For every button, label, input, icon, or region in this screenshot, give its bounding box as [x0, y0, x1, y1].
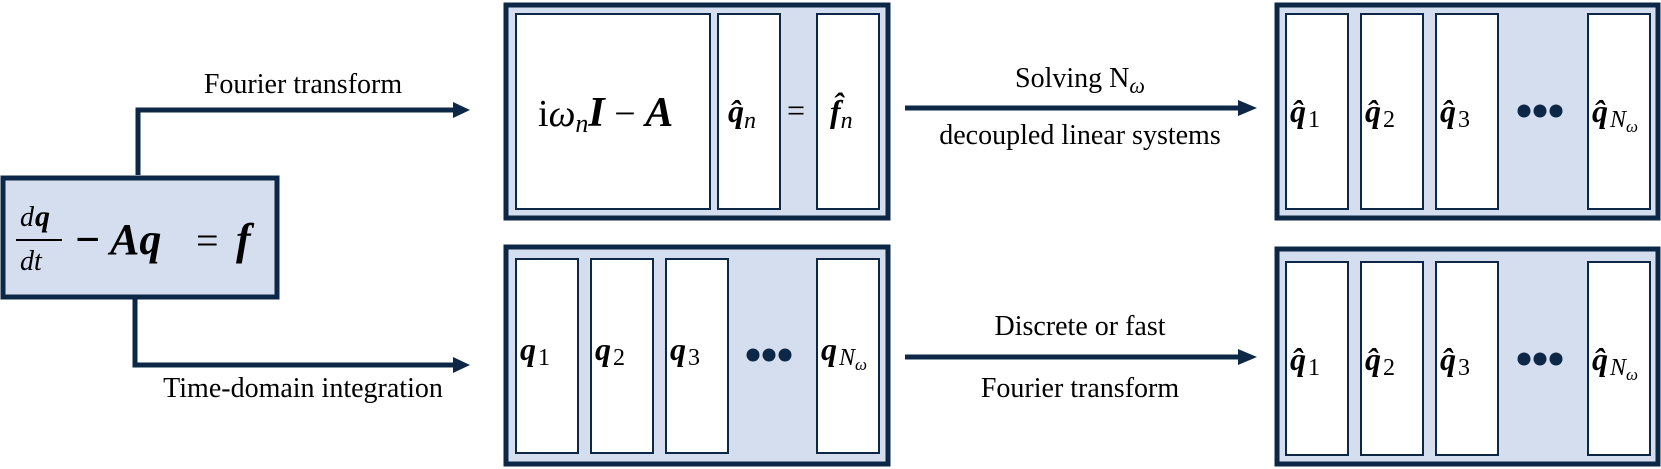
snapshot-label-2: q2: [595, 331, 625, 371]
label-dft-line2: Fourier transform: [981, 373, 1180, 404]
equation-den: dt: [20, 246, 43, 277]
snapshot-column-1: [515, 258, 579, 454]
snapshot-column-2: [590, 258, 654, 454]
connector-upper: [135, 107, 455, 175]
system-equals-sign: =: [787, 92, 805, 128]
snapshot-label-2: q̂2: [1365, 341, 1395, 381]
ellipsis-dot: [778, 348, 792, 362]
snapshot-label-2: q̂2: [1365, 93, 1395, 133]
snapshot-label-4: q̂Nω: [1592, 341, 1638, 384]
snapshot-label-4: qNω: [821, 331, 867, 374]
label-solving-line1: Solving Nω: [1015, 63, 1145, 98]
ellipsis-dot: [1533, 352, 1547, 366]
ellipsis-dot: [1549, 104, 1563, 118]
snapshot-label-3: q̂3: [1440, 93, 1470, 133]
snapshot-column-1: [1285, 13, 1349, 210]
arrowhead-upper: [453, 102, 470, 118]
snapshot-column-2: [1360, 13, 1424, 210]
snapshot-label-3: q3: [670, 331, 700, 371]
snapshot-column-3: [665, 258, 729, 454]
snapshot-column-1: [1285, 261, 1349, 456]
ellipsis-dot: [762, 348, 776, 362]
equation-num-q: q: [35, 200, 50, 233]
equation-num-d: d: [20, 202, 35, 233]
qhat-n-vector-box: [717, 13, 781, 210]
label-dft-line1: Discrete or fast: [994, 311, 1165, 342]
arrowhead-dft: [1238, 349, 1257, 365]
snapshot-label-1: q̂1: [1290, 341, 1320, 381]
arrowhead-lower: [453, 357, 470, 373]
ellipsis-dot: [746, 348, 760, 362]
label-time-domain-integration: Time-domain integration: [163, 373, 443, 404]
freq-snapshots-bottom-group: q̂1 q̂2 q̂3 q̂Nω: [1285, 261, 1651, 456]
ellipsis-dot: [1517, 352, 1531, 366]
equation-minus-Aq: − Aq: [74, 215, 161, 264]
snapshot-label-1: q̂1: [1290, 93, 1320, 133]
operator-expression: iωnI − A: [538, 90, 673, 138]
ellipsis-dots: [746, 348, 792, 362]
snapshot-column-4: [1587, 13, 1651, 210]
operator-matrix-box: [515, 13, 711, 210]
qhat-n-label: q̂n: [728, 93, 756, 134]
equation-equals: =: [196, 218, 219, 263]
ellipsis-dot: [1517, 104, 1531, 118]
snapshot-label-4: q̂Nω: [1592, 93, 1638, 136]
arrowhead-solve: [1238, 100, 1257, 116]
snapshot-label-3: q̂3: [1440, 341, 1470, 381]
equation-f: f: [236, 215, 255, 264]
governing-equation: d q dt − Aq = f: [16, 200, 255, 277]
snapshot-column-2: [1360, 261, 1424, 456]
ellipsis-dot: [1533, 104, 1547, 118]
snapshot-column-3: [1435, 13, 1499, 210]
equation-box: [0, 175, 280, 300]
snapshot-column-3: [1435, 261, 1499, 456]
fhat-n-vector-box: [816, 13, 880, 210]
time-snapshots-group: q1 q2 q3 qNω: [515, 258, 880, 454]
snapshot-column-4: [1587, 261, 1651, 456]
ellipsis-dots: [1517, 104, 1563, 118]
connector-lower: [132, 297, 455, 368]
snapshot-column-4: [816, 258, 880, 454]
snapshot-label-1: q1: [520, 331, 550, 371]
freq-snapshots-top-group: q̂1 q̂2 q̂3 q̂Nω: [1285, 13, 1651, 210]
label-solving-line2: decoupled linear systems: [939, 120, 1220, 151]
ellipsis-dots: [1517, 352, 1563, 366]
label-fourier-transform: Fourier transform: [204, 69, 403, 100]
ellipsis-dot: [1549, 352, 1563, 366]
